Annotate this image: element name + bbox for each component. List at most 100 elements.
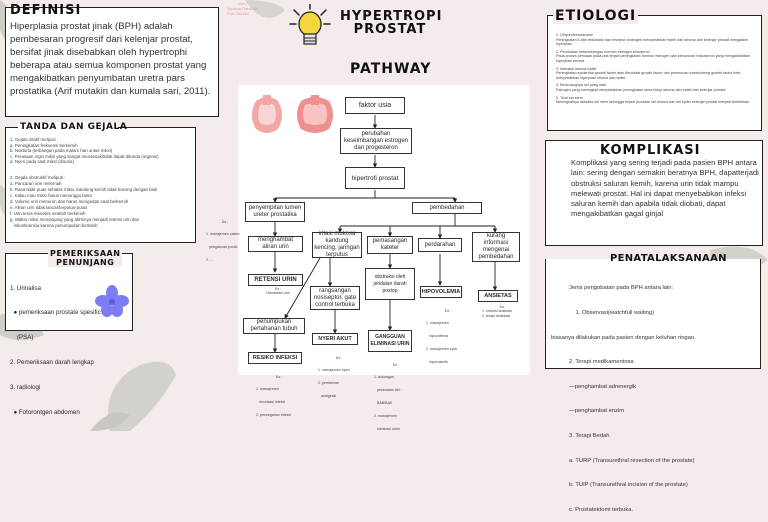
- komplikasi-text: Komplikasi yang sering terjadi pada pasi…: [571, 158, 759, 219]
- dx-label: Dx :: [444, 308, 452, 313]
- tanda-item: 1. Gejala iritatif meliputi :: [10, 137, 59, 142]
- pathway-nyeri-akut: NYERI AKUT: [312, 333, 358, 345]
- tanda-item: e. Aliran urin tidak lancar/terputus-put…: [10, 205, 88, 210]
- tanda-title-tab: [18, 122, 118, 133]
- pathway-menghambat: menghambat aliran urin: [248, 236, 303, 252]
- tanda-item: 2. Gejala obstruktif meliputi :: [10, 175, 66, 180]
- pemeriksaan-item: 1. Urinalisa: [10, 284, 41, 292]
- pathway-iritasi: iritasi mukosa kandung kencing, jaringan…: [312, 231, 362, 258]
- pathway-ansietas: ANSIETAS: [478, 290, 518, 302]
- pathway-perubahan: perubahan keseimbangan estrogen dan prog…: [340, 128, 412, 154]
- dx-item: hipovolemia: [426, 334, 449, 339]
- dx-label: Dx :: [392, 362, 400, 367]
- tanda-item: inkontinensia karena penumpukan berlebih…: [10, 223, 99, 228]
- tanda-title: TANDA DAN GEJALA: [20, 122, 128, 132]
- etiologi-item-heading: 3. Interaksi stroma-epitel: [556, 66, 597, 71]
- tanda-item: b. Nokturia (terbangun pada malam hari u…: [10, 148, 113, 154]
- dx-label: Dx :: [335, 355, 343, 360]
- penatalaksanaan-item: c. Prostatektomi terbuka.: [569, 506, 634, 513]
- penatalaksanaan-item: b. TUIP (Transurethral incision of the p…: [569, 482, 688, 489]
- tanda-item: a. Peningkatan frekuensi berkemih: [10, 142, 78, 148]
- etiologi-item-heading: 1. Dihydrotestosterone: [556, 33, 594, 37]
- dx-item: hipovolemik: [426, 360, 448, 365]
- author-name-1: Nadeya Rakshita: [227, 6, 258, 11]
- tanda-item: d. Volume urin menurun dan harus mengeda…: [10, 199, 129, 204]
- dx-label: Dx :: [274, 287, 282, 291]
- definisi-title: DEFINISI: [10, 3, 82, 18]
- pathway-ansietas-dx: Dx : 1. reduksi ansietas 2. terapi relak…: [482, 305, 524, 318]
- penatalaksanaan-card: [545, 259, 761, 369]
- dx-item: BAB/BAK: [374, 401, 393, 406]
- dx-label: Dx :: [499, 305, 507, 309]
- etiologi-item-text: Peningkatan 5 alfa reduktase dan resepto…: [556, 37, 749, 47]
- dx-item: 1. manajemen: [256, 387, 279, 392]
- dx-item: 1. manajemen cairan: [206, 232, 240, 237]
- main-title: HYPERTROPI PROSTAT: [340, 9, 443, 37]
- penatalaksanaan-item: —penghambat adrenergik: [569, 383, 637, 390]
- dx-label: Dx :: [221, 219, 229, 224]
- pathway-retensi-dx-2: Dx : 1. manajemen cairan pengaturan posi…: [206, 211, 244, 267]
- penatalaksanaan-title: PENATALAKSANAAN: [610, 253, 727, 264]
- pathway-hipovolemia: HIPOVOLEMIA: [420, 286, 462, 298]
- pemeriksaan-title-line-2: PENUNJANG: [56, 257, 115, 267]
- main-title-line-1: HYPERTROPI: [340, 9, 443, 24]
- etiologi-item-text: Meningkatnya aktivitas sel stem sehingga…: [556, 100, 750, 105]
- pathway-retensi-dx: Dx : Hambatan urin: [258, 287, 298, 296]
- dx-item: Hambatan urin: [266, 291, 290, 296]
- etiologi-item-heading: 2. Perubahan keseimbangan hormon estroge…: [556, 49, 650, 54]
- definisi-card: [5, 7, 219, 117]
- definisi-text: Hiperplasia prostat jinak (BPH) adalah p…: [10, 21, 211, 97]
- pathway-perdarahan: perdarahan: [418, 238, 462, 252]
- tanda-card: [5, 127, 196, 243]
- tanda-item: f. Urin terus menetes setelah berkemih: [10, 211, 86, 216]
- pemeriksaan-item: 2. Pemeriksaan darah lengkap: [10, 359, 94, 367]
- dx-item: 2. pencegahan infeksi: [256, 413, 291, 418]
- tanda-item: b. Rasa tidak puas sehabis miksi, kandun…: [10, 187, 158, 192]
- tanda-item: a. Pancaran urin melemah: [10, 181, 62, 186]
- author-label: oleh:: [238, 1, 247, 6]
- dx-item: 1. reduksi ansietas: [482, 309, 512, 314]
- dx-item: 1. manajemen nyeri: [318, 368, 350, 373]
- pemeriksaan-item: 3. radiologi: [10, 384, 41, 392]
- leaf-decoration-top-center: [245, 0, 285, 18]
- tanda-item: d. Nyeri pada saat miksi (disuria): [10, 159, 74, 165]
- etiologi-list: 1. Dihydrotestosterone Peningkatan 5 alf…: [556, 33, 756, 105]
- pathway-faktor-usia: faktor usia: [345, 97, 405, 114]
- pathway-pemasangan: pemasangan kateter: [367, 236, 413, 254]
- pathway-penyempitan: penyempitan lumen ureter prostatika: [245, 202, 305, 222]
- penatalaksanaan-item: 3. Terapi Bedah: [569, 433, 610, 440]
- etiologi-item-heading: 5. Teori sel stem: [556, 95, 583, 100]
- pathway-hipertrofi: hipertrofi prostat: [345, 167, 405, 189]
- dx-item: 1. dukungan: [374, 375, 394, 380]
- dx-item: imunisasi infeksi: [256, 400, 286, 405]
- dx-item: 2. terapi relaksasi: [482, 313, 511, 318]
- prostate-normal-illustration: [252, 95, 282, 133]
- pemeriksaan-title: PEMERIKSAAN PENUNJANG: [48, 249, 123, 267]
- etiologi-item-text: Pada proses penuaan pada pria terjadi pe…: [556, 54, 750, 63]
- main-title-line-2: PROSTAT: [353, 22, 427, 37]
- flower-icon: [95, 285, 129, 317]
- dx-item: 1. manajemen: [426, 321, 449, 326]
- pathway-penumpukan: penumpukan pertahanan tubuh: [243, 318, 305, 334]
- pemeriksaan-item: (PSA): [10, 334, 34, 342]
- pathway-nyeri-dx: Dx : 1. manajemen nyeri 2. pemberian ana…: [318, 347, 360, 403]
- tanda-item: c. Kalau mau miksi harus menunggu lama: [10, 193, 92, 198]
- etiologi-card: [547, 15, 762, 131]
- dx-item: 2. pemberian: [318, 381, 339, 386]
- penatalaksanaan-item: Jenis pengobatan pada BPH antara lain:: [569, 285, 674, 292]
- leaf-decoration-bottom: [90, 361, 176, 431]
- dx-item: perawatan diri :: [374, 388, 402, 393]
- dx-item: eliminasi urine: [374, 427, 400, 432]
- tanda-list-1: 1. Gejala iritatif meliputi : a. Peningk…: [10, 137, 195, 165]
- pathway-rangsangan: rangsangan nosiseptor, gate control terb…: [310, 286, 360, 310]
- etiologi-item-heading: 4. Berkurangnya sel yang mati: [556, 83, 606, 88]
- penatalaksanaan-item: 1. Observasi(watchfull waiting): [569, 310, 655, 317]
- penatalaksanaan-item: —penghambat enzim: [569, 408, 625, 415]
- tanda-item: c. Perasaan ingin miksi yang sangat mend…: [10, 153, 159, 159]
- dx-item: 2. manajemen: [374, 414, 397, 419]
- dx-item: 2. manajemen syok: [426, 347, 458, 352]
- pathway-resiko-infeksi: RESIKO INFEKSI: [248, 352, 302, 364]
- dx-label: Dx :: [275, 374, 283, 379]
- pathway-gangguan-eliminasi: GANGGUAN ELIMINASI URIN: [368, 330, 412, 352]
- pathway-resiko-dx: Dx : 1. manajemen imunisasi infeksi 2. p…: [256, 366, 302, 422]
